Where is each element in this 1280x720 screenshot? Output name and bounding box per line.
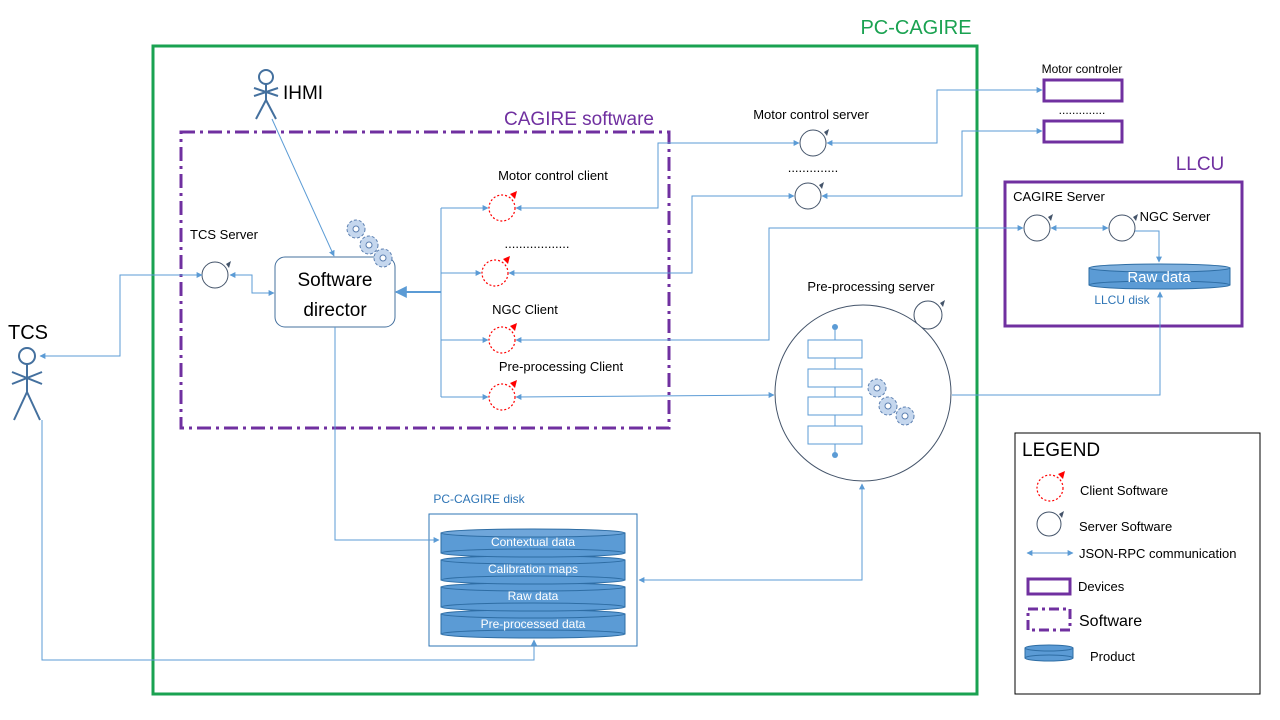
- pre-processing-engine: [774, 304, 952, 482]
- ihmi-actor-icon: [253, 69, 279, 120]
- tcs-server-icon: [201, 261, 231, 289]
- llcu-disk-label: LLCU disk: [1094, 293, 1150, 307]
- motor-controller-device-1: [1042, 78, 1124, 103]
- legend-product-label: Product: [1090, 649, 1135, 664]
- clients-dots: ..................: [504, 236, 569, 251]
- llcu-title: LLCU: [1176, 154, 1225, 175]
- tcs-server-label: TCS Server: [190, 227, 259, 242]
- legend-title: LEGEND: [1022, 440, 1100, 461]
- llcu-cagire-server-icon: [1023, 214, 1053, 242]
- legend-client-label: Client Software: [1080, 483, 1168, 498]
- llcu-ngc-server-icon: [1108, 214, 1138, 242]
- motor-control-client-label: Motor control client: [498, 168, 608, 183]
- legend-software-icon: [1026, 607, 1072, 632]
- pre-processing-client-icon: [488, 380, 517, 411]
- motor-controller-dots: ..............: [1059, 103, 1106, 117]
- pc-cagire-title: PC-CAGIRE: [860, 17, 971, 39]
- legend-software-label: Software: [1079, 613, 1142, 630]
- llcu-cagire-server-label: CAGIRE Server: [1013, 189, 1105, 204]
- disk-layer-4-label: Pre-processed data: [481, 617, 586, 631]
- disk-layer-2: Calibration maps: [440, 555, 626, 585]
- cagire-software-frame: [179, 130, 671, 430]
- pc-cagire-disk-title: PC-CAGIRE disk: [433, 492, 525, 506]
- legend-client-icon: [1036, 471, 1065, 502]
- motor-server-dots: ..............: [788, 160, 839, 175]
- motor-server-2-icon: [794, 182, 824, 210]
- disk-layer-1: Contextual data: [440, 528, 626, 558]
- disk-layer-4: Pre-processed data: [440, 609, 626, 639]
- software-director-line2: director: [303, 300, 367, 321]
- link-preproc-client-engine: [515, 392, 775, 400]
- tcs-actor-label: TCS: [8, 322, 48, 344]
- link-ihmi-director: [271, 118, 335, 257]
- motor-controller-label: Motor controler: [1042, 62, 1123, 76]
- pc-cagire-frame: [151, 44, 979, 696]
- legend-devices-label: Devices: [1078, 579, 1125, 594]
- legend-devices-icon: [1026, 577, 1072, 596]
- pre-processing-client-label: Pre-processing Client: [499, 359, 624, 374]
- legend-server-icon: [1036, 511, 1064, 537]
- link-engine-llcu-disk: [952, 291, 1163, 396]
- legend-server-label: Server Software: [1079, 519, 1172, 534]
- ngc-client-icon: [488, 323, 517, 354]
- disk-layer-3: Raw data: [440, 582, 626, 612]
- llcu-raw-data-cylinder: Raw data: [1088, 263, 1231, 290]
- link-ngc-server-rawdata: [1135, 230, 1162, 263]
- motor-control-client-icon: [488, 191, 517, 222]
- ihmi-actor-label: IHMI: [283, 83, 323, 104]
- link-disk-engine: [638, 483, 865, 583]
- pre-processing-server-label: Pre-processing server: [807, 279, 935, 294]
- link-tcs-server-director: [229, 272, 275, 296]
- legend-rpc-label: JSON-RPC communication: [1079, 546, 1237, 561]
- connectors: [39, 87, 1163, 661]
- llcu-ngc-server-label: NGC Server: [1140, 209, 1211, 224]
- motor-controller-device-2: [1042, 119, 1124, 144]
- motor-control-server-icon: [799, 129, 829, 157]
- ngc-client-label: NGC Client: [492, 302, 558, 317]
- cagire-software-title: CAGIRE software: [504, 109, 654, 130]
- link-tcs-tcs-server: [39, 272, 203, 359]
- tcs-actor-icon: [11, 347, 43, 421]
- client-2-icon: [481, 256, 510, 287]
- link-ngc-client-llcu: [515, 225, 1024, 343]
- link-tcs-disk: [41, 420, 537, 661]
- software-director-line1: Software: [298, 270, 373, 291]
- disk-layer-2-label: Calibration maps: [488, 562, 578, 576]
- llcu-raw-data-label: Raw data: [1127, 269, 1191, 286]
- disk-layer-3-label: Raw data: [508, 589, 559, 603]
- legend-product-icon: [1024, 644, 1074, 662]
- link-director-disk: [334, 327, 440, 543]
- link-server2-device2: [821, 128, 1043, 199]
- disk-layer-1-label: Contextual data: [491, 535, 575, 549]
- motor-control-server-label: Motor control server: [753, 107, 869, 122]
